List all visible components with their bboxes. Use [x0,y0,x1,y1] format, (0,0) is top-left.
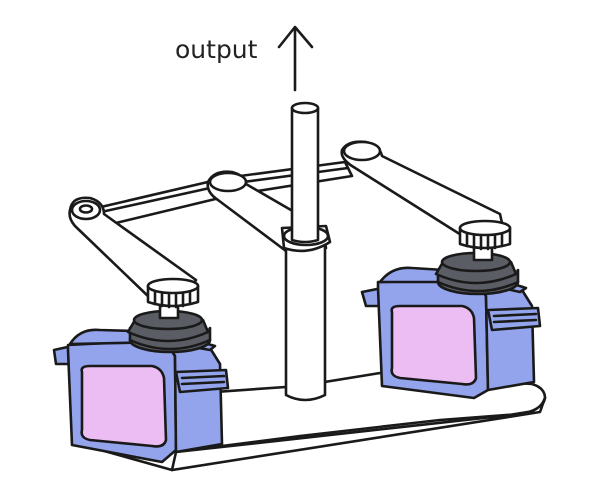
arrow-up-icon [277,25,314,92]
output-post [280,101,332,402]
right-servo-horn [434,219,520,296]
right-link-arm [340,140,506,240]
left-servo [52,277,230,464]
right-servo [360,219,542,400]
output-label: output [175,35,258,64]
left-link-arm [68,196,198,304]
left-servo-horn [126,277,212,354]
